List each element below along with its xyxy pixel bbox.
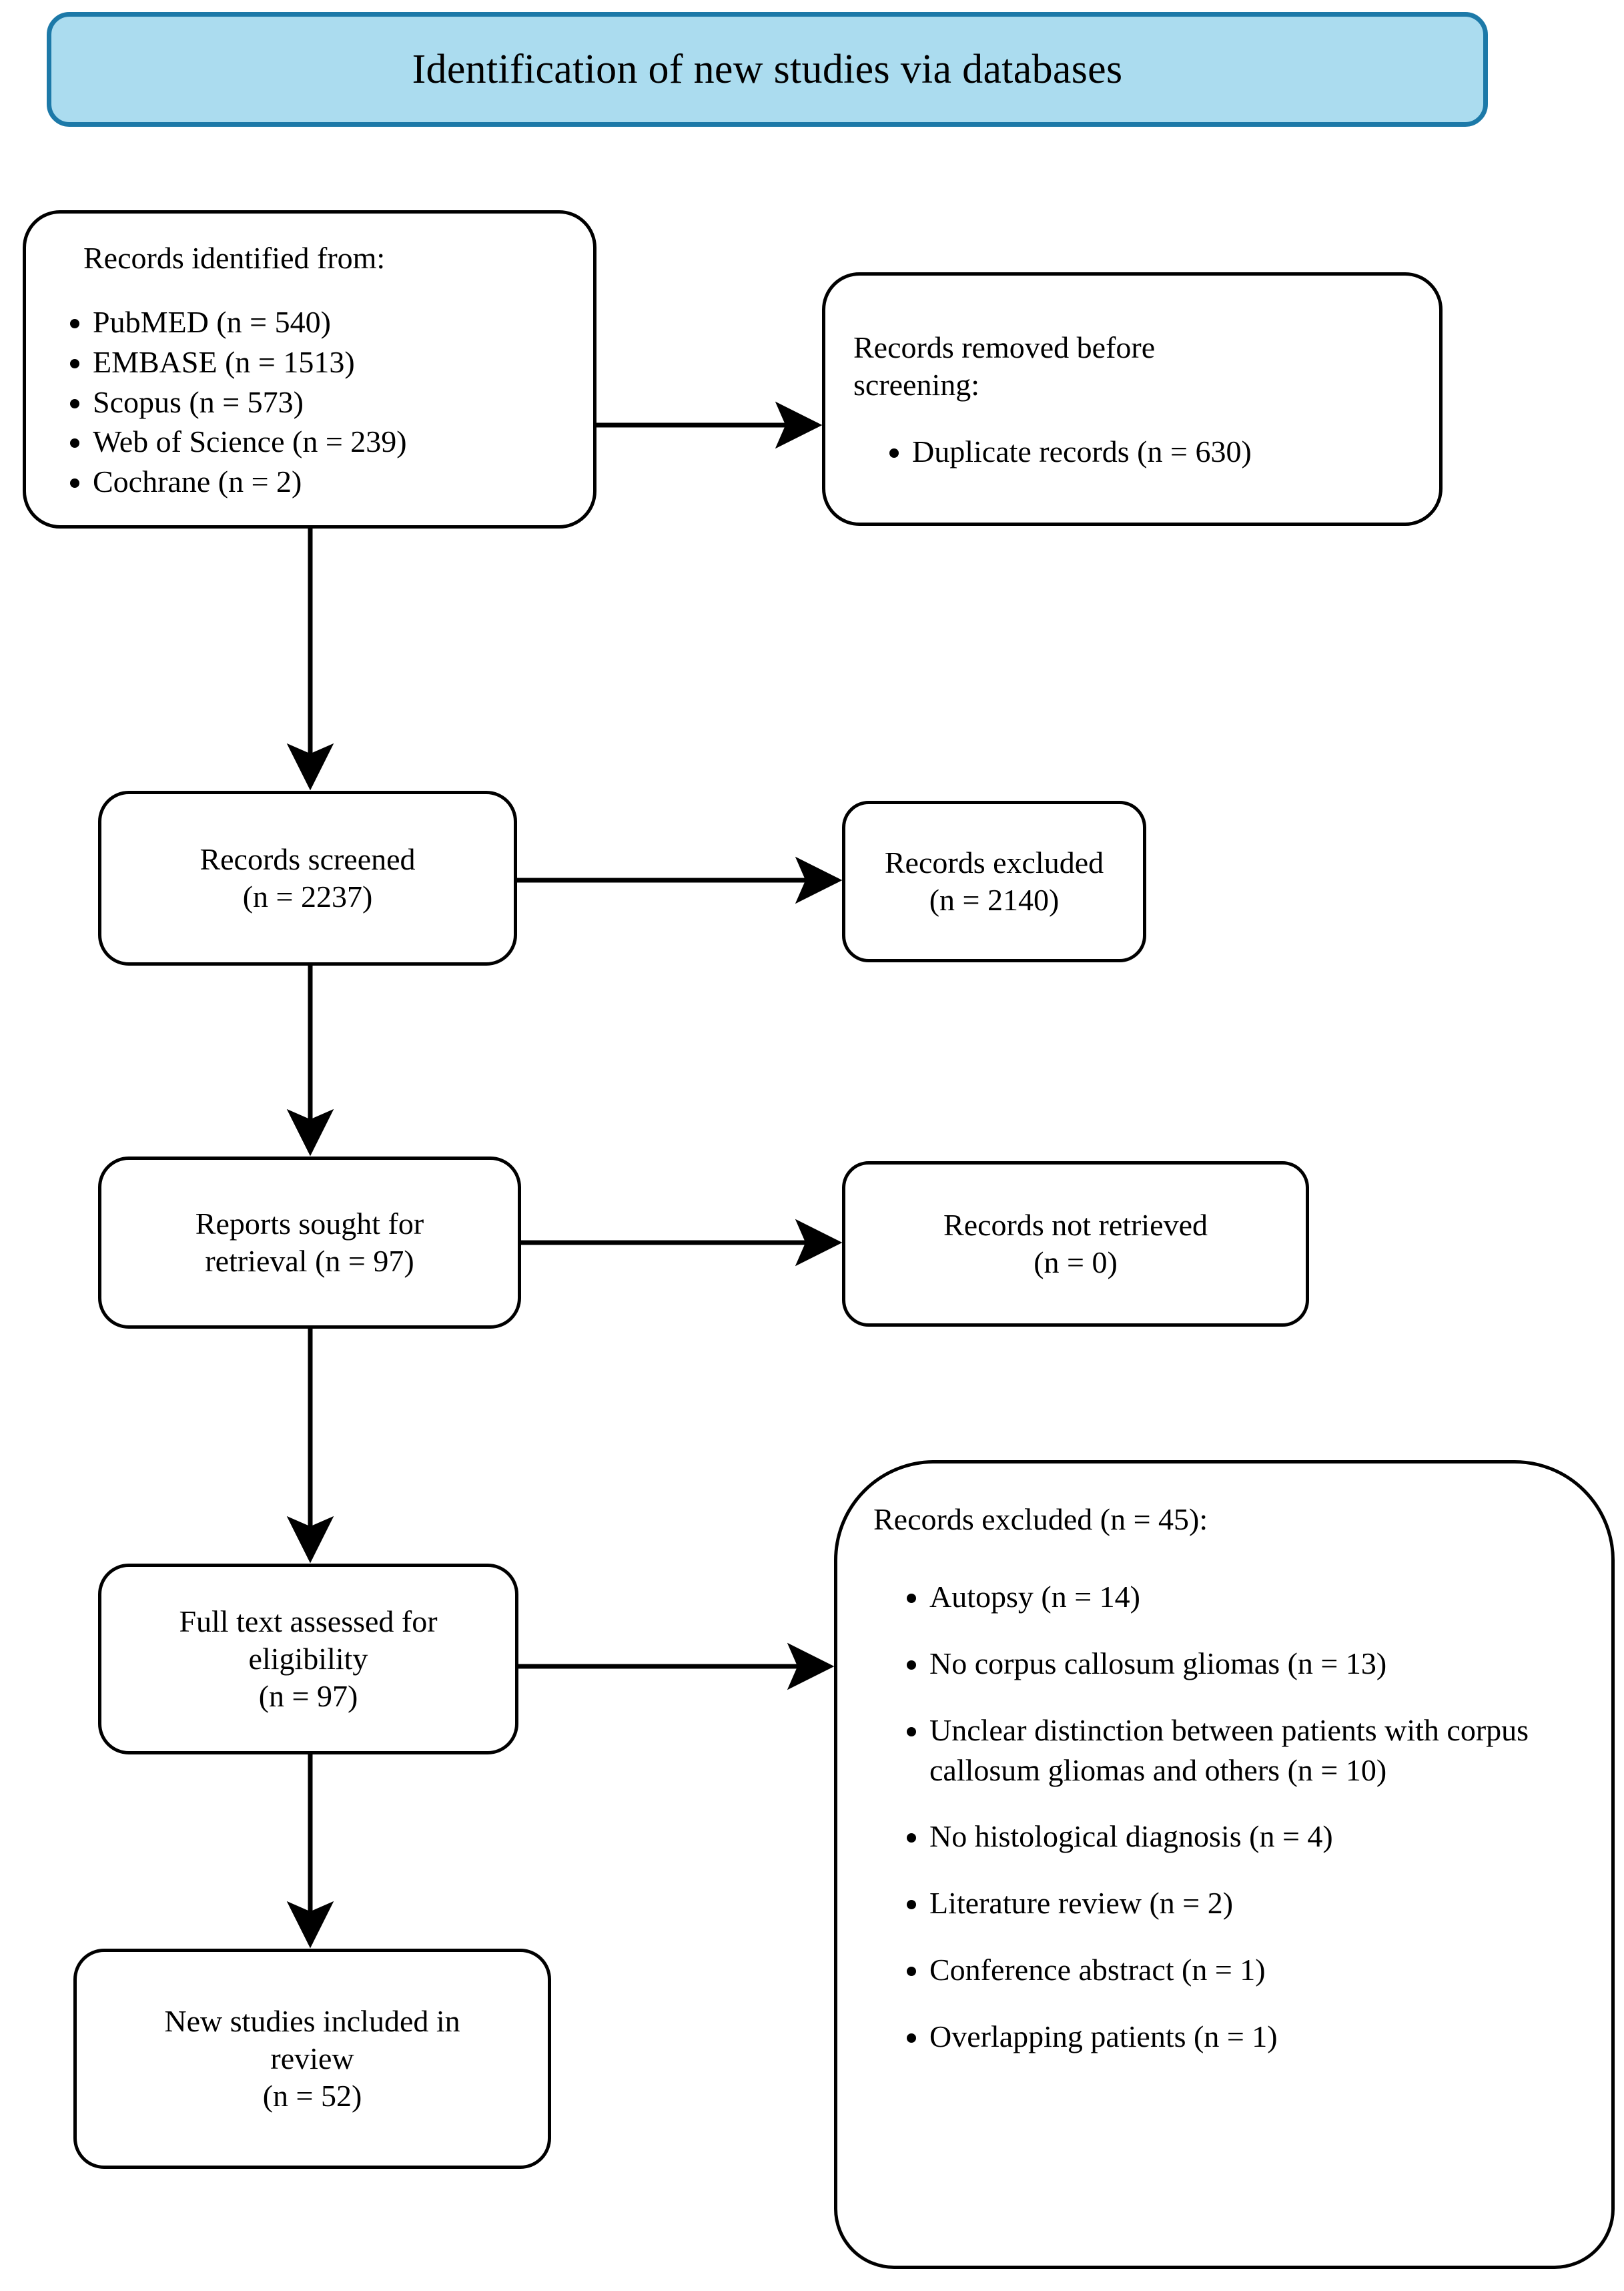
list-item: Cochrane (n = 2): [93, 462, 407, 502]
node-records-excluded-eligibility-list: Autopsy (n = 14) No corpus callosum glio…: [857, 1577, 1594, 2056]
node-fulltext-assessed: Full text assessed for eligibility (n = …: [98, 1564, 518, 1754]
node-new-studies-included-count: (n = 52): [262, 2079, 362, 2113]
node-records-removed-title-line1: Records removed before: [853, 330, 1156, 364]
node-reports-sought-label: Reports sought for: [195, 1206, 424, 1241]
node-new-studies-included-label-line1: New studies included in: [164, 2003, 460, 2038]
node-fulltext-assessed-count: (n = 97): [258, 1679, 358, 1714]
node-records-excluded-eligibility-title: Records excluded (n = 45):: [873, 1502, 1208, 1536]
list-item: No histological diagnosis (n = 4): [929, 1817, 1594, 1857]
banner-title: Identification of new studies via databa…: [412, 46, 1123, 92]
node-records-excluded-screening: Records excluded (n = 2140): [842, 801, 1146, 962]
list-item: EMBASE (n = 1513): [93, 342, 407, 382]
list-item: Duplicate records (n = 630): [912, 432, 1252, 472]
node-records-screened: Records screened (n = 2237): [98, 791, 517, 966]
node-records-excluded-screening-label: Records excluded: [884, 845, 1104, 880]
list-item: Conference abstract (n = 1): [929, 1950, 1594, 1990]
node-records-excluded-screening-count: (n = 2140): [929, 883, 1060, 917]
node-records-removed-list: Duplicate records (n = 630): [848, 432, 1252, 472]
list-item: Scopus (n = 573): [93, 382, 407, 422]
list-item: Web of Science (n = 239): [93, 422, 407, 462]
node-records-excluded-eligibility: Records excluded (n = 45): Autopsy (n = …: [834, 1460, 1615, 2269]
node-records-not-retrieved-label: Records not retrieved: [943, 1207, 1208, 1242]
node-records-not-retrieved-count: (n = 0): [1034, 1245, 1118, 1279]
node-records-identified-title: Records identified from:: [83, 240, 386, 275]
list-item: Autopsy (n = 14): [929, 1577, 1594, 1617]
node-records-removed: Records removed before screening: Duplic…: [822, 272, 1443, 526]
banner-identification-header: Identification of new studies via databa…: [47, 12, 1488, 127]
node-fulltext-assessed-label-line1: Full text assessed for: [179, 1604, 438, 1638]
node-records-not-retrieved: Records not retrieved (n = 0): [842, 1161, 1309, 1327]
node-reports-sought: Reports sought for retrieval (n = 97): [98, 1157, 521, 1329]
list-item: No corpus callosum gliomas (n = 13): [929, 1644, 1594, 1684]
list-item: Unclear distinction between patients wit…: [929, 1710, 1594, 1790]
list-item: Overlapping patients (n = 1): [929, 2017, 1594, 2057]
node-records-identified: Records identified from: PubMED (n = 540…: [23, 210, 596, 529]
node-records-removed-title-line2: screening:: [853, 368, 980, 402]
list-item: PubMED (n = 540): [93, 302, 407, 342]
node-new-studies-included-label-line2: review: [270, 2041, 354, 2075]
list-item: Literature review (n = 2): [929, 1883, 1594, 1923]
node-reports-sought-count: retrieval (n = 97): [205, 1244, 414, 1278]
node-records-identified-list: PubMED (n = 540) EMBASE (n = 1513) Scopu…: [51, 302, 407, 502]
node-fulltext-assessed-label-line2: eligibility: [248, 1641, 368, 1676]
node-records-screened-count: (n = 2237): [242, 880, 373, 914]
node-records-screened-label: Records screened: [199, 842, 416, 876]
node-new-studies-included: New studies included in review (n = 52): [73, 1949, 551, 2169]
